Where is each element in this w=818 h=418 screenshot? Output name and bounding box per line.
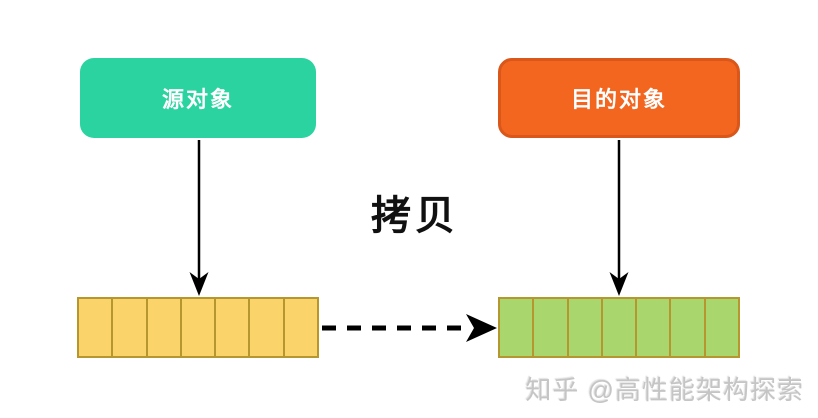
source-array	[77, 297, 319, 358]
array-cell	[147, 299, 182, 356]
destination-array	[498, 297, 740, 358]
array-cell	[602, 299, 638, 356]
dest-down-arrow	[609, 140, 629, 296]
copy-dashed-arrow	[322, 314, 497, 342]
array-cell	[113, 299, 148, 356]
watermark: 知乎 @高性能架构探索	[525, 375, 804, 405]
array-cell	[79, 299, 114, 356]
array-cell	[637, 299, 672, 356]
array-cell	[534, 299, 569, 356]
source-down-arrow	[189, 140, 209, 296]
copy-label: 拷贝	[371, 194, 459, 238]
array-cell	[705, 299, 738, 356]
array-cell	[181, 299, 217, 356]
destination-object-node: 目的对象	[498, 58, 740, 138]
source-object-node: 源对象	[80, 58, 316, 138]
array-cell	[568, 299, 603, 356]
array-cell	[500, 299, 535, 356]
array-cell	[284, 299, 317, 356]
array-cell	[216, 299, 251, 356]
array-cell	[671, 299, 706, 356]
array-cell	[250, 299, 285, 356]
